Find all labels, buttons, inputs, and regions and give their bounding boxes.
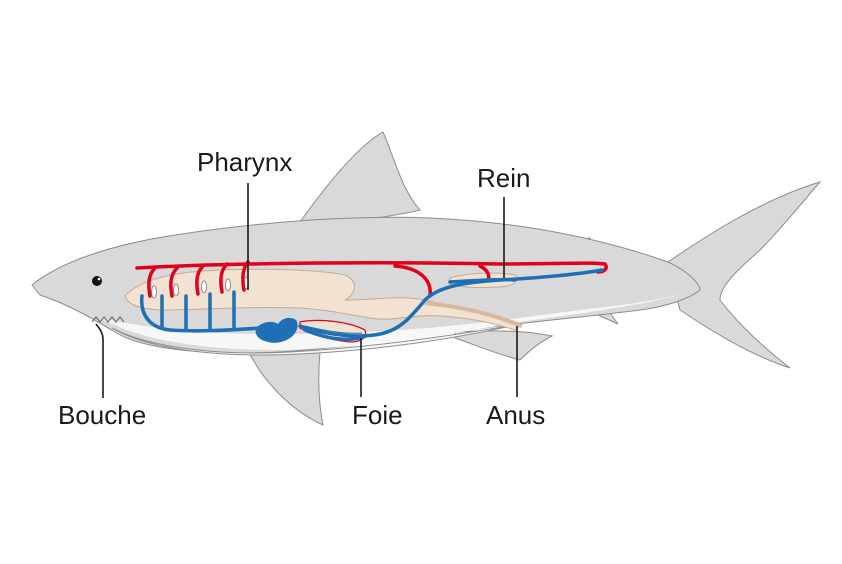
eye: [92, 276, 102, 286]
pectoral-fin: [247, 349, 324, 426]
pelvic-fin: [454, 330, 554, 361]
tail-fin: [667, 181, 822, 369]
label-bouche: Bouche: [58, 400, 147, 430]
leader-lines: [95, 183, 518, 398]
label-anus: Anus: [486, 400, 546, 430]
organ-stripes: [304, 278, 513, 334]
arteries: [135, 260, 608, 298]
leader-bouche: [95, 323, 104, 398]
dorsal-fin: [299, 131, 421, 223]
shark-belly: [100, 292, 690, 350]
mouth-teeth: [91, 316, 125, 323]
label-pharynx: Pharynx: [197, 147, 293, 177]
label-foie: Foie: [352, 400, 403, 430]
intestine-to-anus: [424, 301, 523, 328]
gill-slits: [151, 276, 249, 299]
heart: [255, 317, 298, 343]
label-rein: Rein: [477, 163, 531, 193]
